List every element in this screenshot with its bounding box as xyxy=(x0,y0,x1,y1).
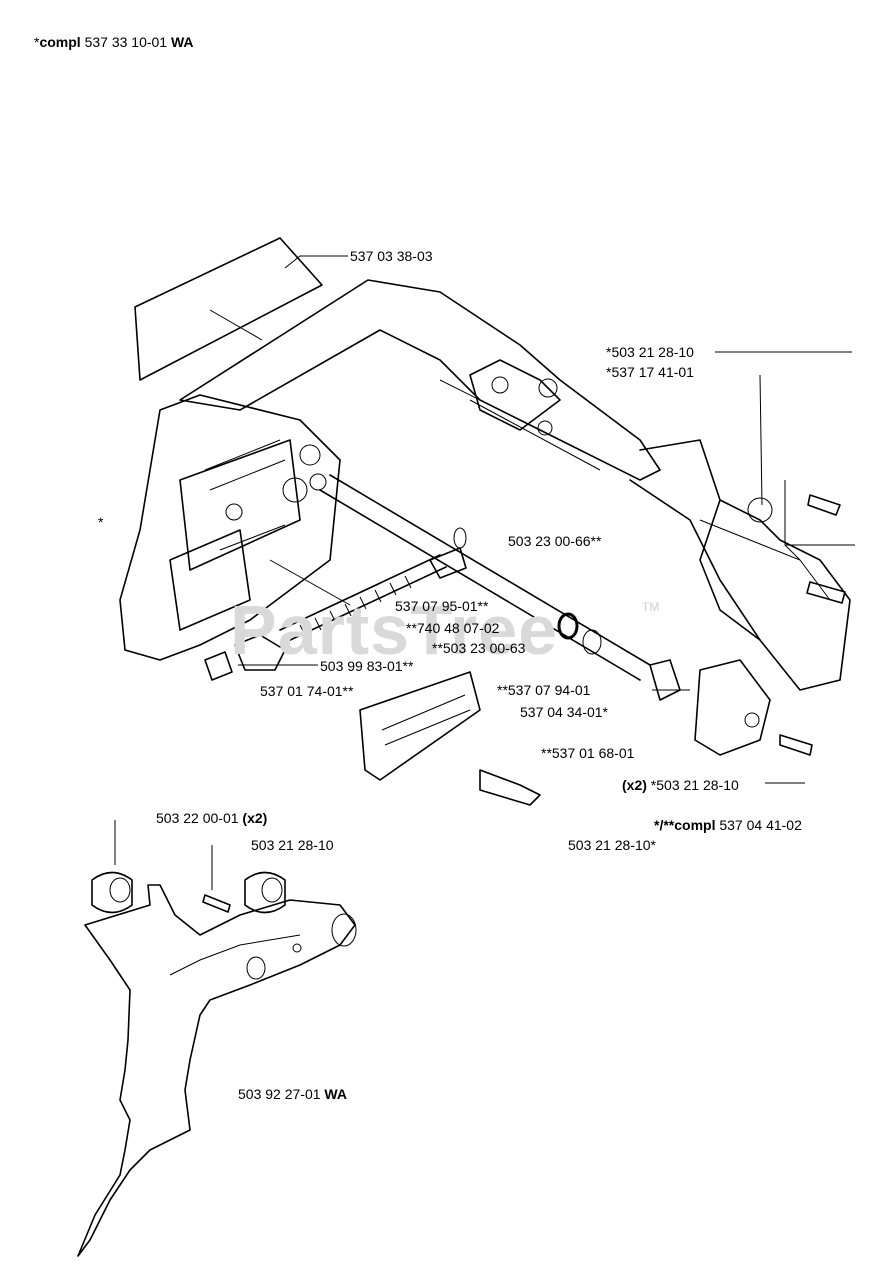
part-label-537-07-95-01: 537 07 95-01** xyxy=(395,598,489,614)
part-label-503-99-83-01: 503 99 83-01** xyxy=(320,658,414,674)
small-parts xyxy=(204,634,286,681)
bumper-spike xyxy=(77,884,357,1257)
bushing-x2-bold: (x2) xyxy=(242,810,268,826)
bushing-part-number: 503 22 00-01 xyxy=(156,810,243,826)
part-label-asterisk: * xyxy=(98,514,104,530)
part-label-503-23-00-66: 503 23 00-66** xyxy=(508,533,602,549)
part-label-503-21-28-10-a: *503 21 28-10 xyxy=(606,344,694,360)
decal-plate xyxy=(134,237,323,381)
part-label-503-23-00-63: **503 23 00-63 xyxy=(432,640,526,656)
part-label-503-92-27-01: 503 92 27-01 WA xyxy=(238,1086,347,1102)
bumper-part-number: 503 92 27-01 xyxy=(238,1086,325,1102)
title-number: 537 33 10-01 xyxy=(80,34,171,50)
bumper-wa-bold: WA xyxy=(324,1086,347,1102)
clutch-cover xyxy=(119,279,661,661)
compl-bold: */**compl xyxy=(654,817,716,833)
part-label-537-03-38-03: 537 03 38-03 xyxy=(350,248,433,264)
o-rings xyxy=(453,527,602,655)
tension-rod xyxy=(309,473,651,681)
part-label-x2-503-21-28-10: (x2) *503 21 28-10 xyxy=(622,777,739,793)
part-label-740-48-07-02: **740 48 07-02 xyxy=(406,620,500,636)
rubber-bushings xyxy=(91,871,286,914)
x2-bold: (x2) xyxy=(622,777,647,793)
chain-guide-plate xyxy=(359,671,541,806)
x2-part-number: *503 21 28-10 xyxy=(646,777,739,793)
watermark-text: PartsTree xyxy=(230,591,559,669)
part-label-503-21-28-10-c: 503 21 28-10 xyxy=(251,837,334,853)
leader-lines xyxy=(114,255,855,890)
part-label-537-01-74-01: 537 01 74-01** xyxy=(260,683,354,699)
part-label-537-17-41-01: *537 17 41-01 xyxy=(606,364,694,380)
watermark-trademark: TM xyxy=(642,600,660,614)
part-label-503-22-00-01: 503 22 00-01 (x2) xyxy=(156,810,267,826)
assembly-title: *compl 537 33 10-01 WA xyxy=(34,34,194,50)
title-prefix: * xyxy=(34,34,40,50)
part-label-537-04-34-01: 537 04 34-01* xyxy=(520,704,608,720)
chain-guard xyxy=(629,439,851,691)
part-label-537-01-68-01: **537 01 68-01 xyxy=(541,745,635,761)
compl-part-number: 537 04 41-02 xyxy=(715,817,802,833)
title-bold-compl: compl xyxy=(39,34,81,50)
side-screws xyxy=(806,494,846,604)
part-label-537-07-94-01: **537 07 94-01 xyxy=(497,682,591,698)
part-label-compl-537-04-41-02: */**compl 537 04 41-02 xyxy=(654,817,802,833)
adjuster-screw xyxy=(279,547,467,643)
title-bold-wa: WA xyxy=(170,34,194,50)
part-label-503-21-28-10-b: 503 21 28-10* xyxy=(568,837,656,853)
